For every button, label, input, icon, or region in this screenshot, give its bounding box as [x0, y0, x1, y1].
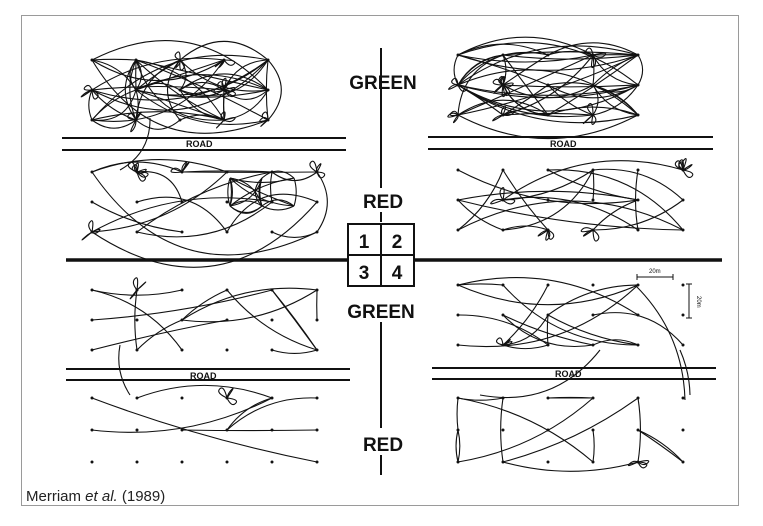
quadrant-4: 4 — [392, 263, 403, 284]
caption-year: (1989) — [121, 488, 166, 505]
scale-label-vertical: 20m — [695, 296, 701, 308]
quadrant-key: 1 2 3 4 — [347, 223, 415, 287]
road-bottom-left — [66, 368, 350, 381]
road-label-bottom-left: ROAD — [190, 371, 217, 381]
caption-author: Merriam — [26, 488, 81, 505]
quadrant-1: 1 — [359, 232, 370, 253]
movement-tracks — [80, 36, 694, 472]
scale-bar — [636, 274, 692, 319]
road-label-bottom-right: ROAD — [555, 369, 582, 379]
road-bottom-right — [432, 367, 716, 380]
label-red-mid: RED — [363, 192, 403, 213]
road-top-left — [62, 137, 346, 151]
caption-etal: et al. — [85, 488, 118, 505]
sample-points — [90, 53, 685, 464]
figure-caption: Merriam et al. (1989) — [26, 488, 165, 505]
road-label-top-left: ROAD — [186, 139, 213, 149]
label-green-top: GREEN — [349, 73, 417, 94]
road-label-top-right: ROAD — [550, 139, 577, 149]
label-green-mid: GREEN — [347, 302, 415, 323]
quadrant-2: 2 — [392, 232, 403, 253]
quadrant-3: 3 — [359, 263, 370, 284]
label-red-bottom: RED — [363, 435, 403, 456]
scale-label-horizontal: 20m — [649, 269, 661, 275]
